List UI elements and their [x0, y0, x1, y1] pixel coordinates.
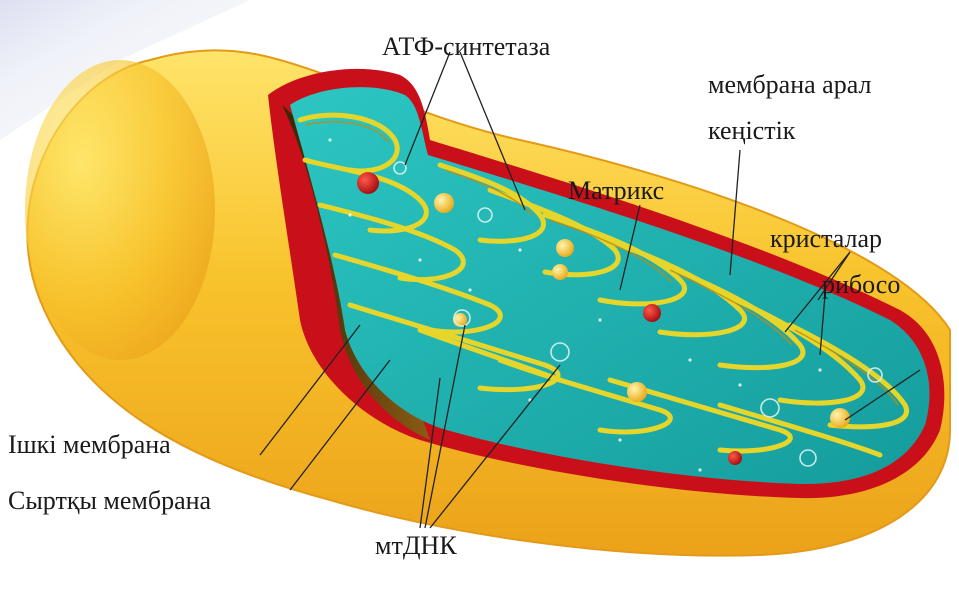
label-atp-synthase: АТФ-синтетаза [382, 34, 550, 60]
label-cristae: кристалар [770, 226, 882, 252]
label-intermembrane-space-2: кеңістік [708, 118, 795, 144]
label-matrix: Матрикс [568, 178, 664, 204]
label-inner-membrane: Ішкі мембрана [8, 432, 171, 458]
label-intermembrane-space-1: мембрана арал [708, 72, 871, 98]
label-outer-membrane: Сыртқы мембрана [8, 488, 211, 514]
outer-cap-highlight [25, 60, 215, 360]
label-mtdna: мтДНК [375, 533, 457, 559]
label-ribosomes: рибосо [822, 272, 900, 298]
